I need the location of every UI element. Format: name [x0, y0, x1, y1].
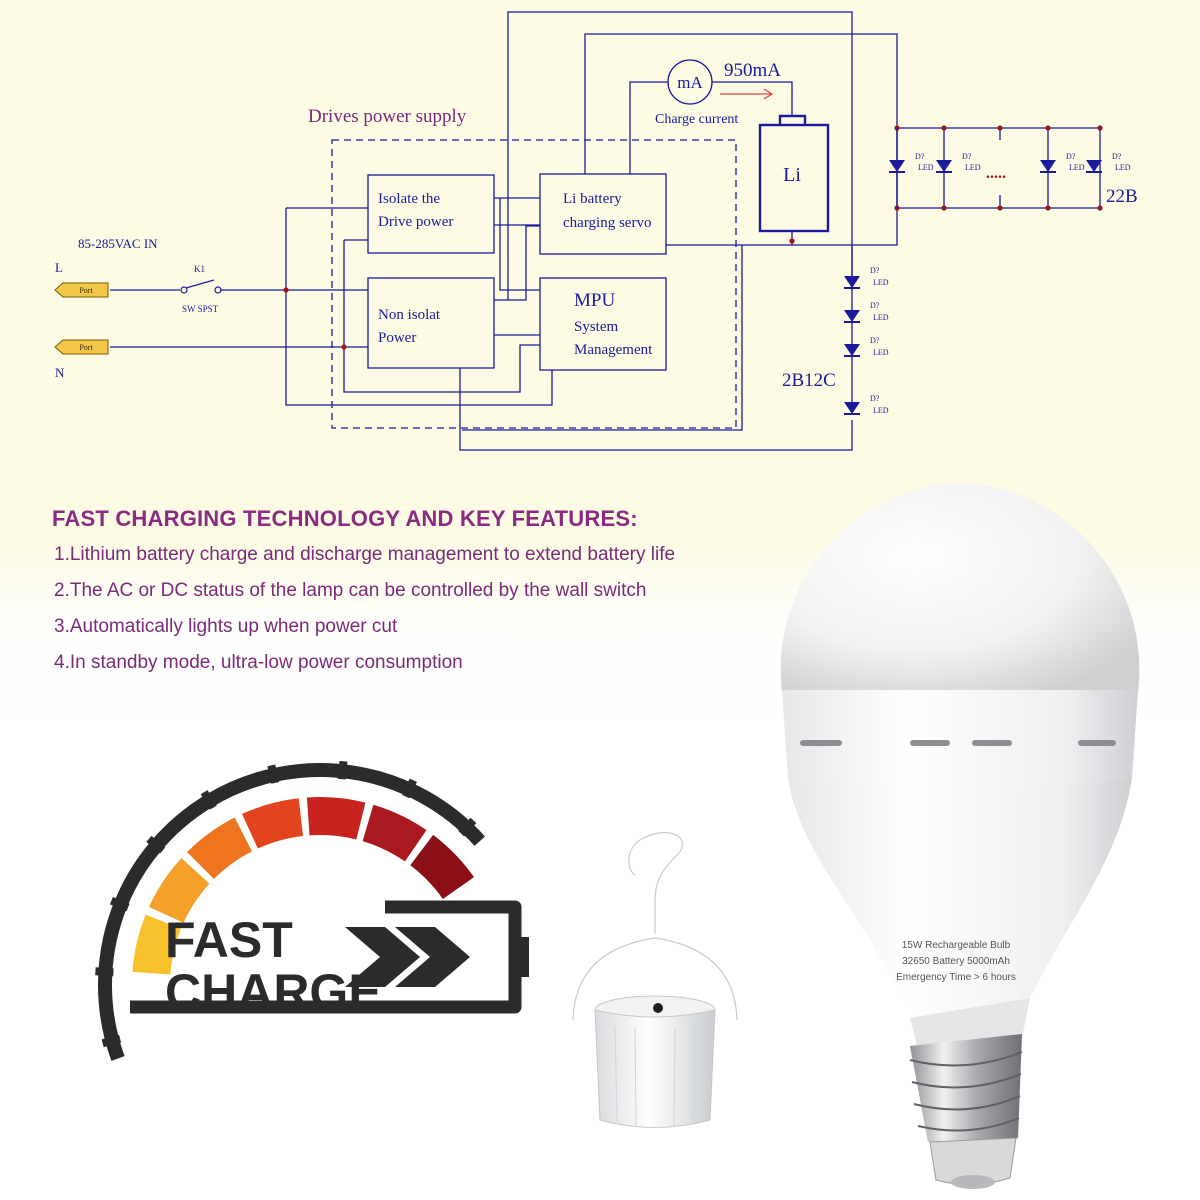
non-isolate-block: [367, 277, 495, 369]
fast-charge-badge: FAST CHARGE: [95, 760, 529, 1061]
mpu-label-2: System: [574, 319, 619, 335]
led-side-2: [843, 309, 861, 323]
current-arrow-icon: [720, 88, 774, 100]
gauge-segment: [410, 834, 475, 899]
ammeter-icon: [667, 59, 713, 105]
gauge-tick: [267, 764, 280, 784]
svg-text:D?: D?: [870, 336, 880, 345]
svg-text:LED: LED: [1115, 163, 1131, 172]
mpu-label-1: MPU: [574, 290, 615, 311]
drive-supply-boundary: [331, 139, 737, 429]
gauge-tick: [146, 835, 166, 854]
battery-cell-icon: [758, 123, 830, 233]
gauge-tick: [337, 760, 348, 780]
svg-text:LED: LED: [965, 163, 981, 172]
isolate-label-1: Isolate the: [378, 191, 440, 207]
mpu-label-3: Management: [574, 342, 653, 358]
gauge-segments: [132, 797, 475, 975]
li-charging-block: [539, 173, 667, 255]
rechargeable-bulb-image: 15W Rechargeable Bulb 32650 Battery 5000…: [780, 483, 1140, 1189]
hanging-hook-accessory: [568, 830, 742, 1128]
chevron-arrows-icon: [345, 927, 470, 987]
gauge-tick: [200, 790, 217, 810]
svg-text:LED: LED: [873, 313, 889, 322]
feature-item: 1.Lithium battery charge and discharge m…: [54, 544, 676, 565]
feature-item: 3.Automatically lights up when power cut: [54, 616, 398, 637]
gauge-segment: [362, 804, 427, 862]
isolate-block: [367, 174, 495, 254]
badge-line-1: FAST: [165, 912, 293, 968]
led-top-2: [935, 159, 953, 173]
side-string-label: 2B12C: [782, 370, 836, 391]
line-N-label: N: [55, 365, 65, 380]
led-top-3: [1039, 159, 1057, 173]
vent-slots: [800, 740, 1116, 746]
bulb-label-2: 32650 Battery 5000mAh: [902, 956, 1010, 967]
svg-text:D?: D?: [870, 266, 880, 275]
circuit-schematic: Port Port D?LED D?LED D?LED D?LED D?LED …: [54, 11, 1138, 451]
non-isolate-label-1: Non isolat: [378, 307, 441, 323]
battery-outline-icon: [130, 900, 529, 1014]
led-top-1: [888, 159, 906, 173]
features-heading: FAST CHARGING TECHNOLOGY AND KEY FEATURE…: [52, 506, 638, 531]
gauge-segment: [132, 914, 181, 975]
gauge-tick: [402, 778, 417, 799]
svg-text:D?: D?: [915, 152, 925, 161]
port-N: Port: [54, 339, 109, 355]
switch-icon: [180, 279, 222, 294]
svg-text:LED: LED: [1069, 163, 1085, 172]
isolate-label-2: Drive power: [378, 214, 453, 230]
bulb-label-3: Emergency Time > 6 hours: [896, 972, 1016, 983]
led-side-3: [843, 343, 861, 357]
badge-line-2: CHARGE: [165, 964, 382, 1020]
svg-text:D?: D?: [1066, 152, 1076, 161]
svg-text:LED: LED: [873, 348, 889, 357]
schematic-title: Drives power supply: [308, 106, 467, 127]
current-value: 950mA: [724, 60, 781, 81]
ammeter-label: mA: [677, 73, 703, 92]
svg-text:D?: D?: [870, 394, 880, 403]
gauge-segment: [148, 857, 210, 923]
feature-item: 2.The AC or DC status of the lamp can be…: [54, 580, 647, 601]
gauge-segment: [242, 798, 304, 849]
led-side-4: [843, 401, 861, 415]
features-section: FAST CHARGING TECHNOLOGY AND KEY FEATURE…: [52, 506, 812, 688]
port-L: Port: [54, 282, 109, 298]
svg-text:D?: D?: [870, 301, 880, 310]
non-isolate-label-2: Power: [378, 330, 416, 346]
svg-text:Port: Port: [79, 343, 93, 352]
line-L-label: L: [55, 260, 63, 275]
bulb-label-1: 15W Rechargeable Bulb: [902, 940, 1011, 951]
svg-text:D?: D?: [962, 152, 972, 161]
gauge-tick: [101, 1034, 122, 1048]
li-charging-label-1: Li battery: [563, 191, 622, 207]
led-side-1: [843, 275, 861, 289]
top-string-label: 22B: [1106, 186, 1138, 207]
switch-type: SW SPST: [182, 304, 219, 314]
charge-current-caption: Charge current: [655, 112, 738, 127]
svg-text:Port: Port: [79, 286, 93, 295]
gauge-ring: [95, 760, 485, 1061]
svg-text:LED: LED: [873, 278, 889, 287]
gauge-segment: [306, 797, 366, 840]
svg-text:LED: LED: [873, 406, 889, 415]
li-charging-label-2: charging servo: [563, 215, 651, 231]
svg-text:LED: LED: [918, 163, 934, 172]
mpu-block: [539, 277, 667, 371]
gauge-tick: [95, 967, 114, 977]
gauge-tick: [458, 817, 477, 837]
gauge-tick: [109, 897, 130, 912]
svg-text:D?: D?: [1112, 152, 1122, 161]
input-voltage-label: 85-285VAC IN: [78, 236, 158, 251]
battery-label: Li: [783, 164, 801, 186]
feature-item: 4.In standby mode, ultra-low power consu…: [54, 652, 463, 673]
led-ellipsis: .....: [986, 165, 1006, 182]
switch-ref: K1: [194, 264, 205, 274]
gauge-segment: [187, 817, 252, 879]
